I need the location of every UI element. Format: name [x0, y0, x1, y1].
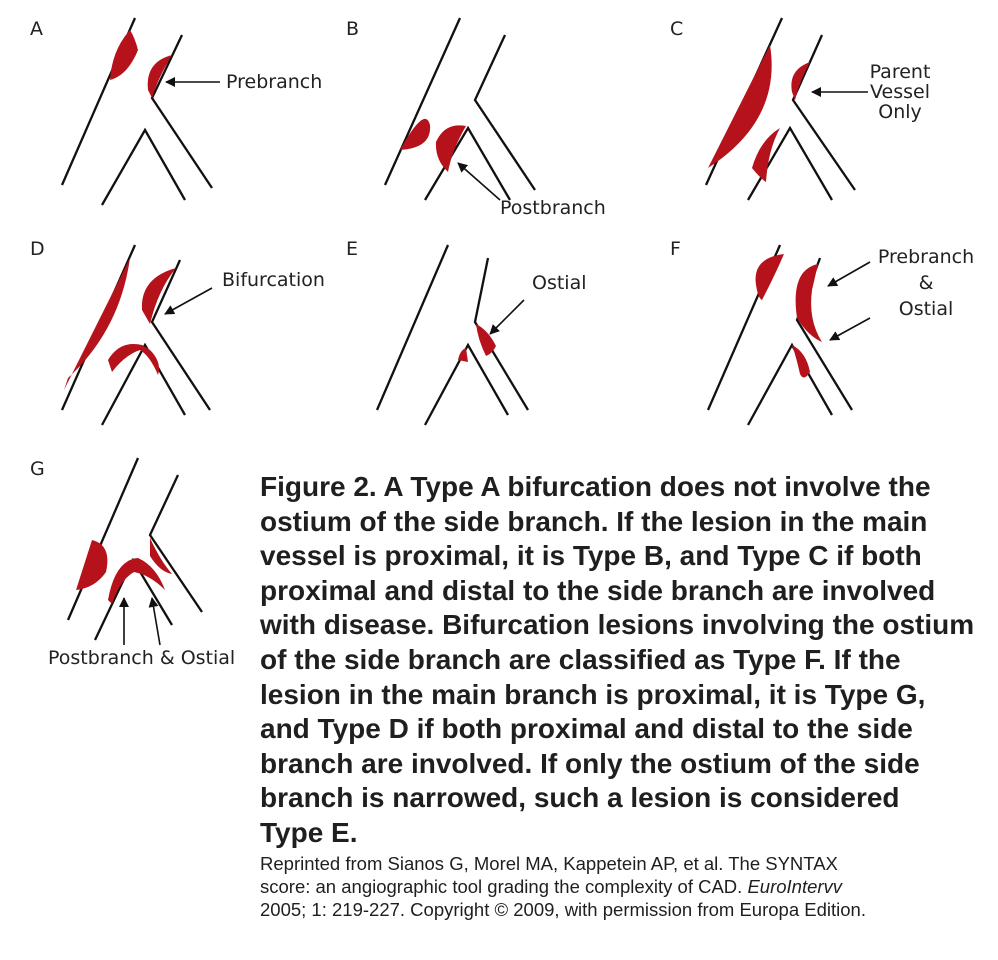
lesion: [458, 324, 496, 362]
panel-label-a: A: [30, 18, 43, 40]
annotation-ostial: Ostial: [532, 272, 587, 294]
caption-line: and Type D if both proximal and distal t…: [260, 713, 913, 745]
annotation-arrow: [827, 261, 871, 287]
annotation-parent-vessel-only: Parent Vessel Only: [869, 61, 931, 123]
lesion: [64, 258, 176, 390]
vessel-outline: [706, 244, 853, 426]
panel-label-f: F: [670, 238, 681, 260]
lesion: [706, 45, 810, 182]
annotation-postbranch-ostial: Postbranch & Ostial: [48, 647, 236, 669]
vessel-outline: [60, 244, 211, 426]
annotation-arrow: [164, 287, 213, 315]
vessel-outline: [60, 17, 213, 206]
credit-line-2-text: score: an angiographic tool grading the …: [260, 876, 748, 897]
credit-line-2: score: an angiographic tool grading the …: [260, 875, 980, 898]
caption-line: lesion in the main branch is proximal, i…: [260, 678, 926, 710]
caption-line: with disease. Bifurcation lesions involv…: [260, 609, 975, 641]
panel-f-diagram: [706, 244, 871, 426]
reprint-credit: Reprinted from Sianos G, Morel MA, Kappe…: [260, 852, 980, 921]
caption-line: branch are involved. If only the ostium …: [260, 747, 920, 779]
credit-line-3: 2005; 1: 219-227. Copyright © 2009, with…: [260, 899, 866, 920]
panel-d-diagram: [60, 244, 213, 426]
panel-label-b: B: [346, 18, 360, 40]
caption-line: Figure 2. A Type A bifurcation does not …: [260, 471, 931, 502]
caption-line: Type E.: [260, 816, 358, 848]
figure-caption: Figure 2. A Type A bifurcation does not …: [260, 470, 980, 851]
annotation-bifurcation: Bifurcation: [222, 269, 325, 291]
panel-b-diagram: [383, 17, 536, 201]
lesion: [755, 254, 822, 378]
lesion: [110, 30, 172, 98]
annotation-postbranch: Postbranch: [500, 197, 606, 219]
journal-name: EuroIntervv: [747, 876, 843, 897]
annotation-prebranch: Prebranch: [226, 71, 323, 93]
panel-a-diagram: [60, 17, 220, 206]
caption-line: ostium of the side branch. If the lesion…: [260, 505, 928, 537]
vessel-outline: [704, 17, 856, 201]
caption-line: of the side branch are classified as Typ…: [260, 643, 901, 675]
panel-label-c: C: [670, 18, 684, 40]
panel-label-d: D: [30, 238, 45, 260]
caption-line: proximal and distal to the side branch a…: [260, 574, 936, 606]
panel-label-g: G: [30, 458, 45, 480]
panel-label-e: E: [346, 238, 359, 260]
lesion: [400, 118, 466, 172]
panel-e-diagram: [375, 244, 529, 426]
credit-line-1: Reprinted from Sianos G, Morel MA, Kappe…: [260, 853, 838, 874]
annotation-arrow: [148, 597, 161, 646]
vessel-outline: [66, 457, 203, 641]
vessel-outline: [383, 17, 536, 201]
panel-c-diagram: [704, 17, 868, 201]
panel-g-diagram: [66, 457, 203, 646]
annotation-prebranch-ostial: Prebranch & Ostial: [877, 246, 975, 320]
caption-line: branch is narrowed, such a lesion is con…: [260, 782, 900, 814]
lesion: [76, 538, 172, 604]
annotation-arrow: [457, 162, 501, 201]
vessel-outline: [375, 244, 529, 426]
annotation-arrow: [489, 299, 525, 335]
annotation-arrow: [829, 317, 871, 341]
caption-line: vessel is proximal, it is Type B, and Ty…: [260, 540, 922, 572]
